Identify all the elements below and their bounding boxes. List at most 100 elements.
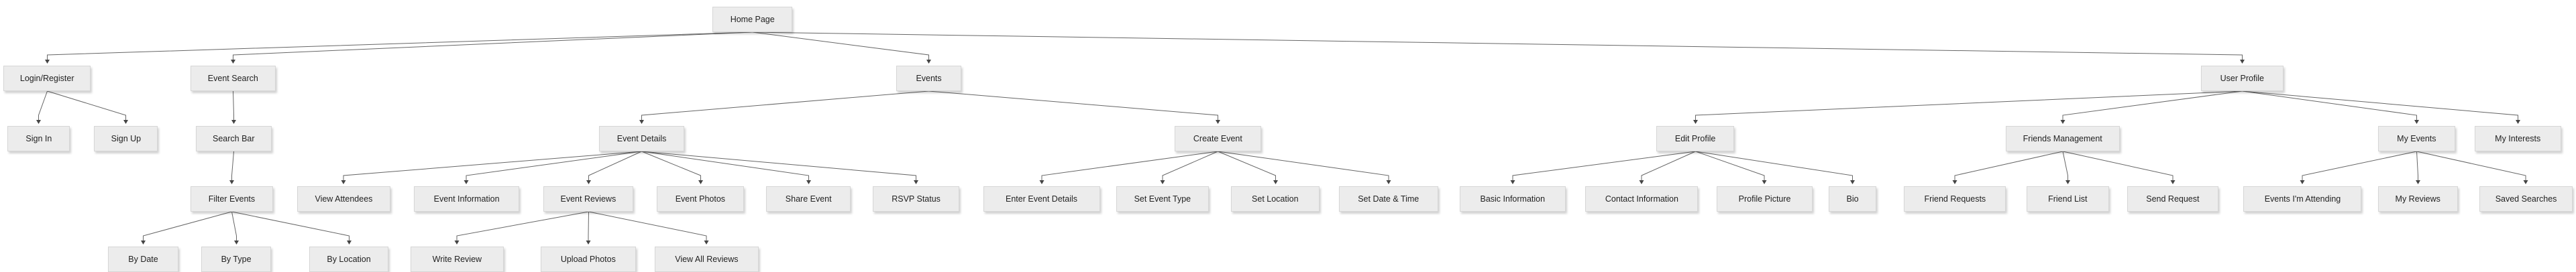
node-edit-profile: Edit Profile: [1656, 126, 1735, 151]
node-events-im-attending: Events I'm Attending: [2243, 186, 2362, 212]
edge-filter_events-to-by_date: [143, 211, 232, 244]
edge-my_events-to-my_reviews: [2416, 151, 2418, 184]
arrowhead-set_date_time: [1386, 180, 1391, 184]
node-view-all-reviews: View All Reviews: [655, 247, 759, 272]
node-enter-event-details: Enter Event Details: [983, 186, 1100, 212]
node-basic-information: Basic Information: [1459, 186, 1566, 212]
node-by-date: By Date: [108, 247, 178, 272]
node-my-interests: My Interests: [2474, 126, 2561, 151]
edge-event_details-to-event_information: [466, 151, 642, 184]
node-event-reviews: Event Reviews: [543, 186, 634, 212]
node-event-details: Event Details: [599, 126, 684, 151]
node-filter-events: Filter Events: [191, 186, 273, 212]
arrowhead-event_information: [464, 180, 469, 184]
edge-event_details-to-view_attendees: [343, 151, 642, 184]
edge-home-to-event_search: [233, 31, 753, 63]
edge-create_event-to-enter_event_details: [1041, 151, 1218, 184]
edge-login-to-signin: [38, 90, 48, 123]
node-friend-requests: Friend Requests: [1904, 186, 2006, 212]
edge-friends_management-to-friend_requests: [1954, 151, 2063, 184]
arrowhead-by_date: [141, 241, 146, 245]
node-by-location: By Location: [309, 247, 389, 272]
node-set-location: Set Location: [1230, 186, 1320, 212]
node-profile-picture: Profile Picture: [1717, 186, 1813, 212]
edge-home-to-events: [752, 31, 929, 63]
edge-edit_profile-to-basic_information: [1512, 151, 1696, 184]
node-set-date-time: Set Date & Time: [1338, 186, 1438, 212]
arrowhead-friends_management: [2060, 120, 2065, 124]
arrowhead-by_location: [347, 241, 352, 245]
arrowhead-edit_profile: [1693, 120, 1698, 124]
edge-event_details-to-event_photos: [641, 151, 701, 184]
node-create-event: Create Event: [1175, 126, 1261, 151]
edge-event_reviews-to-upload_photos: [588, 211, 589, 244]
arrowhead-saved_searches: [2523, 180, 2528, 184]
node-event-information: Event Information: [414, 186, 519, 212]
edge-login-to-signup: [47, 90, 126, 123]
arrowhead-write_review: [454, 241, 460, 245]
node-send-request: Send Request: [2127, 186, 2219, 212]
node-by-type: By Type: [201, 247, 272, 272]
node-friend-list: Friend List: [2026, 186, 2109, 212]
arrowhead-create_event: [1216, 120, 1220, 124]
edge-filter_events-to-by_type: [231, 211, 237, 244]
arrowhead-rsvp_status: [914, 180, 918, 184]
node-view-attendees: View Attendees: [297, 186, 390, 212]
node-home-page: Home Page: [712, 7, 793, 32]
arrowhead-set_event_type: [1160, 180, 1165, 184]
edge-my_events-to-events_attending: [2302, 151, 2417, 184]
edge-edit_profile-to-bio: [1695, 151, 1853, 184]
edge-user_profile-to-friends_management: [2062, 90, 2243, 123]
node-events: Events: [896, 66, 961, 91]
arrowhead-my_events: [2414, 120, 2419, 124]
edge-events-to-create_event: [928, 90, 1218, 123]
node-saved-searches: Saved Searches: [2479, 186, 2573, 212]
node-sign-up: Sign Up: [94, 126, 158, 151]
arrowhead-event_reviews: [586, 180, 591, 184]
arrowhead-filter_events: [229, 180, 234, 184]
edge-user_profile-to-my_events: [2242, 90, 2417, 123]
arrowhead-friend_requests: [1952, 180, 1957, 184]
node-set-event-type: Set Event Type: [1116, 186, 1210, 212]
edge-home-to-user_profile: [752, 31, 2243, 63]
arrowhead-event_details: [639, 120, 644, 124]
arrowhead-view_attendees: [341, 180, 346, 184]
node-event-photos: Event Photos: [656, 186, 745, 212]
edge-events-to-event_details: [641, 90, 929, 123]
node-bio: Bio: [1828, 186, 1877, 212]
edge-create_event-to-set_event_type: [1162, 151, 1218, 184]
edge-edit_profile-to-profile_picture: [1695, 151, 1765, 184]
arrowhead-upload_photos: [586, 241, 591, 245]
node-write-review: Write Review: [411, 247, 504, 272]
arrowhead-friend_list: [2065, 180, 2070, 184]
node-login-register: Login/Register: [3, 66, 91, 91]
node-friends-management: Friends Management: [2005, 126, 2120, 151]
edge-create_event-to-set_date_time: [1218, 151, 1389, 184]
node-my-reviews: My Reviews: [2377, 186, 2458, 212]
arrowhead-basic_information: [1510, 180, 1515, 184]
node-user-profile: User Profile: [2201, 66, 2284, 91]
node-event-search: Event Search: [191, 66, 276, 91]
arrowhead-share_event: [806, 180, 811, 184]
edge-event_reviews-to-view_all_reviews: [588, 211, 707, 244]
node-sign-in: Sign In: [7, 126, 70, 151]
edge-event_search-to-search_bar: [233, 90, 234, 123]
node-my-events: My Events: [2377, 126, 2455, 151]
arrowhead-by_type: [234, 241, 239, 245]
node-rsvp-status: RSVP Status: [873, 186, 959, 212]
arrowhead-contact_information: [1639, 180, 1644, 184]
edge-my_events-to-saved_searches: [2416, 151, 2526, 184]
edge-friends_management-to-friend_list: [2062, 151, 2068, 184]
arrowhead-my_reviews: [2416, 180, 2420, 184]
arrowhead-signin: [36, 120, 41, 124]
arrowhead-user_profile: [2240, 60, 2245, 64]
edge-edit_profile-to-contact_information: [1641, 151, 1696, 184]
node-contact-information: Contact Information: [1585, 186, 1699, 212]
edge-user_profile-to-edit_profile: [1695, 90, 2243, 123]
edge-filter_events-to-by_location: [231, 211, 350, 244]
edge-search_bar-to-filter_events: [231, 151, 234, 184]
arrowhead-my_interests: [2516, 120, 2520, 124]
edge-create_event-to-set_location: [1218, 151, 1276, 184]
